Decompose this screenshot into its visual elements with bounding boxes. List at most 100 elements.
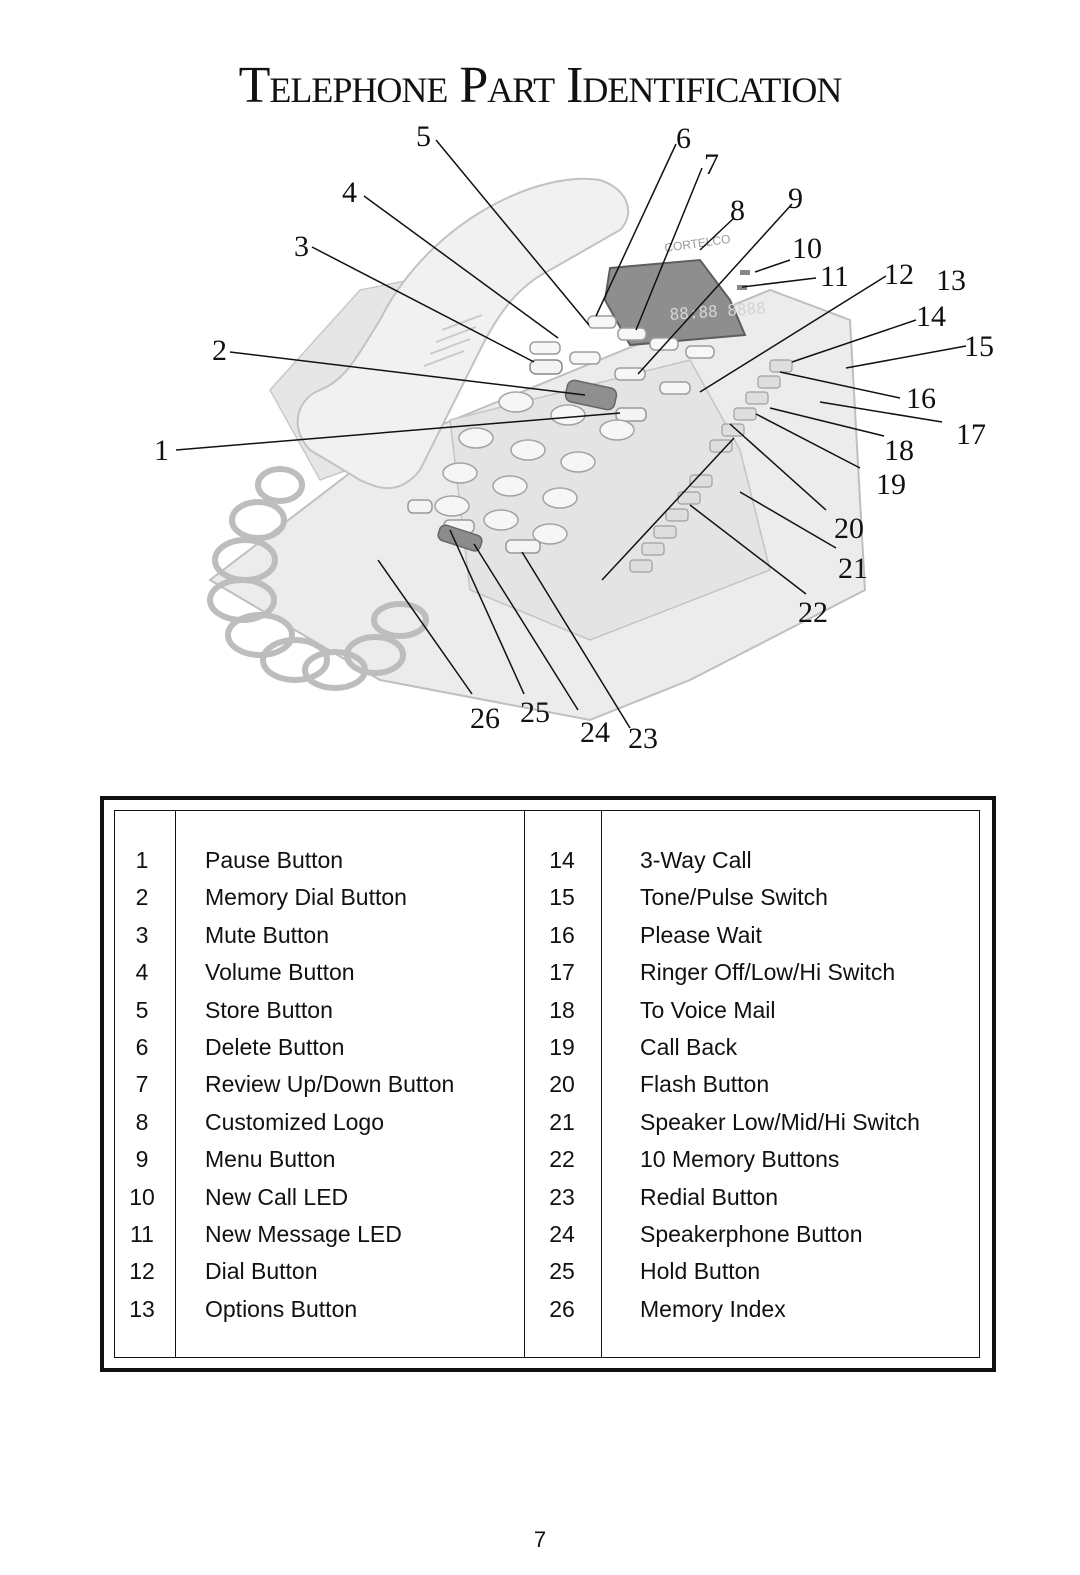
mute-button <box>529 359 563 375</box>
legend-row: 11 New Message LED <box>0 1221 1080 1258</box>
part-number: 11 <box>130 1221 154 1247</box>
part-label: Speaker Low/Mid/Hi Switch <box>640 1108 920 1135</box>
part-label: Mute Button <box>205 921 330 948</box>
callout-numbers: 1 2 3 4 5 6 7 8 9 10 11 12 13 14 15 16 1… <box>154 120 994 755</box>
legend-row: 12 Dial Button <box>0 1258 1080 1295</box>
legend-row: 10 New Call LED <box>0 1184 1080 1221</box>
part-number: 12 <box>129 1258 155 1285</box>
part-label: Redial Button <box>640 1183 779 1210</box>
callout-leader-lines <box>175 139 967 729</box>
part-label: Customized Logo <box>205 1108 384 1135</box>
callout-12: 12 <box>884 258 914 291</box>
callout-15: 15 <box>964 330 994 363</box>
legend-row: 18 To Voice Mail <box>0 997 1080 1034</box>
part-number: 9 <box>135 1146 149 1173</box>
part-number: 16 <box>549 921 575 948</box>
part-label: Call Back <box>640 1034 738 1060</box>
legend-row: 3 Mute Button <box>0 922 1080 959</box>
callout-20: 20 <box>834 512 864 545</box>
legend-row: 1 Pause Button <box>0 847 1080 884</box>
part-label: Tone/Pulse Switch <box>640 884 828 911</box>
callout-11: 11 <box>820 260 849 293</box>
callout-26: 26 <box>470 702 500 735</box>
part-label: Memory Dial Button <box>205 884 407 911</box>
memory-buttons-column <box>629 359 793 573</box>
part-number: 17 <box>549 959 575 986</box>
legend-row: 6 Delete Button <box>0 1034 1080 1071</box>
parts-table-frame <box>100 796 996 1372</box>
part-label: Menu Button <box>205 1146 336 1173</box>
callout-18: 18 <box>884 434 914 467</box>
part-number: 20 <box>549 1071 575 1098</box>
customized-logo: CORTELCO <box>663 232 731 255</box>
part-label: Ringer Off/Low/Hi Switch <box>640 959 896 986</box>
callout-23: 23 <box>628 722 658 755</box>
column-divider <box>524 810 525 1358</box>
page-title: Telephone Part Identification <box>238 57 843 114</box>
part-label: To Voice Mail <box>640 996 776 1023</box>
memory-index-slot <box>407 499 433 514</box>
part-number: 3 <box>135 921 149 948</box>
part-label: Memory Index <box>640 1295 786 1322</box>
part-label: Pause Button <box>205 847 344 873</box>
part-number: 15 <box>549 884 575 911</box>
part-number: 14 <box>549 847 575 873</box>
part-label: Speakerphone Button <box>640 1221 863 1247</box>
callout-21: 21 <box>838 552 868 585</box>
callout-16: 16 <box>906 382 936 415</box>
callout-2: 2 <box>212 334 227 367</box>
part-number: 22 <box>549 1146 575 1173</box>
legend-row: 9 Menu Button <box>0 1146 1080 1183</box>
part-number: 13 <box>129 1295 155 1322</box>
part-label: Delete Button <box>205 1034 345 1060</box>
part-label: New Message LED <box>205 1221 402 1247</box>
legend-row: 23 Redial Button <box>0 1184 1080 1221</box>
part-label: Store Button <box>205 996 333 1023</box>
column-divider <box>175 810 176 1358</box>
callout-22: 22 <box>798 596 828 629</box>
legend-row: 2 Memory Dial Button <box>0 884 1080 921</box>
part-number: 10 <box>129 1183 155 1210</box>
part-number: 19 <box>549 1034 575 1060</box>
redial-button <box>505 539 541 554</box>
part-label: New Call LED <box>205 1183 349 1210</box>
part-number: 6 <box>135 1034 149 1060</box>
part-number: 18 <box>549 996 575 1023</box>
legend-row: 21 Speaker Low/Mid/Hi Switch <box>0 1109 1080 1146</box>
part-label: 3-Way Call <box>640 847 752 873</box>
function-buttons <box>529 315 715 395</box>
callout-8: 8 <box>730 194 745 227</box>
dial-keypad <box>434 391 635 545</box>
callout-5: 5 <box>416 120 431 153</box>
page-number: 7 <box>533 1527 547 1552</box>
part-number: 23 <box>549 1183 575 1210</box>
legend-row: 14 3-Way Call <box>0 847 1080 884</box>
callout-25: 25 <box>520 696 550 729</box>
part-label: Hold Button <box>640 1258 761 1285</box>
callout-17: 17 <box>956 418 986 451</box>
part-number: 1 <box>135 847 149 873</box>
legend-row: 17 Ringer Off/Low/Hi Switch <box>0 959 1080 996</box>
callout-13: 13 <box>936 264 966 297</box>
callout-10: 10 <box>792 232 822 265</box>
part-label: Dial Button <box>205 1258 318 1285</box>
part-number: 2 <box>135 884 149 911</box>
memory-dial-button <box>564 379 618 411</box>
new-call-led <box>740 270 750 275</box>
part-number: 21 <box>549 1108 575 1135</box>
part-label: Options Button <box>205 1295 358 1322</box>
legend-row: 19 Call Back <box>0 1034 1080 1071</box>
keypad-panel <box>449 359 771 641</box>
legend-row: 15 Tone/Pulse Switch <box>0 884 1080 921</box>
callout-14: 14 <box>916 300 946 333</box>
callout-19: 19 <box>876 468 906 501</box>
telephone-figure: 88:88 8888 CORTELCO <box>130 120 1010 760</box>
callout-1: 1 <box>154 434 169 467</box>
